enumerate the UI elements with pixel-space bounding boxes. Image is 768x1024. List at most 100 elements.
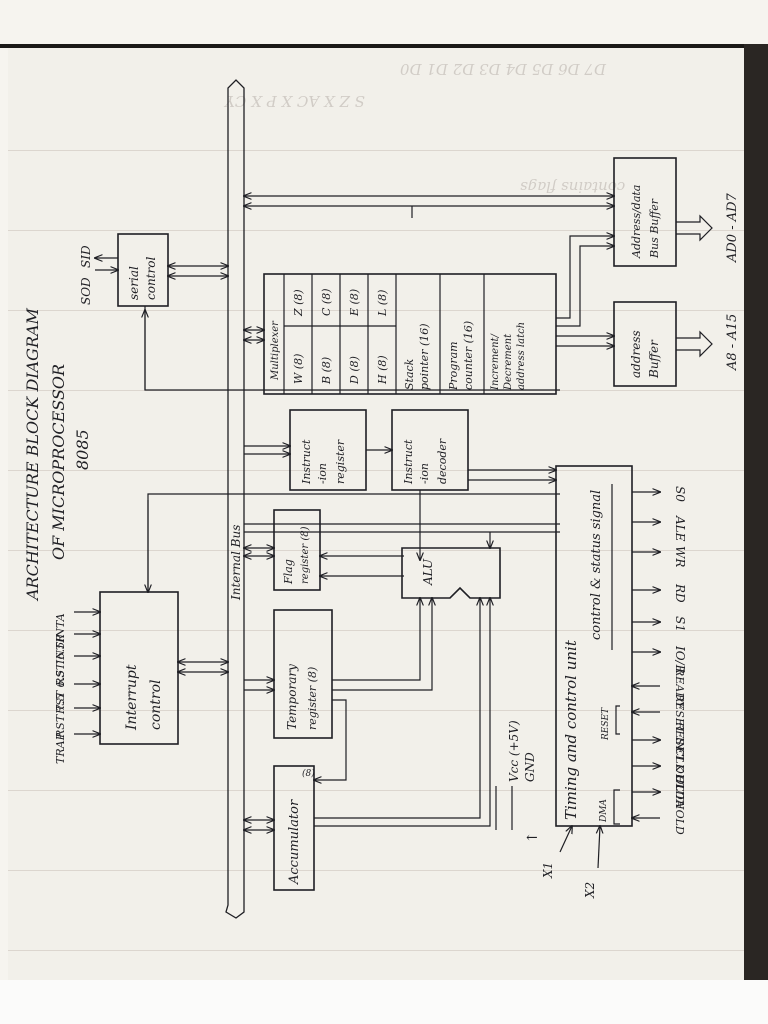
alu-label: ALU [421,558,435,586]
id-label-3: decoder [436,438,449,484]
serial-control-label-2: control [144,257,158,300]
address-data-buffer-block: Address/data Bus Buffer AD0 - AD7 [556,157,740,327]
instruction-decoder-box [391,409,469,491]
flag-register-label-1: Flag [282,559,295,585]
ruled-line [8,710,744,711]
flag-register-block: Flag register (8) [244,509,404,591]
register-cells: W (8)Z (8)B (8)C (8)D (8)E (8)H (8)L (8) [292,289,389,386]
addr-data-out-label: AD0 - AD7 [725,192,740,263]
interrupt-control-label-1: Interrupt [124,664,140,731]
internal-bus-label: Internal Bus [229,525,243,601]
interrupt-control-label-2: control [148,679,164,730]
timing-input-label: RESET IN [673,693,686,751]
address-data-buffer-box [613,157,677,267]
temporary-register-box [273,609,333,739]
control-status-label: control & status signal [589,490,604,640]
dma-group-label: DMA [599,799,609,823]
timing-input-label: RESET OUT [673,721,686,792]
timing-output-label: S1 [673,616,687,632]
reset-group-label: RESET [601,707,611,741]
accumulator-bits: (8) [302,768,315,779]
flag-register-label-2: register (8) [300,526,311,584]
title-line-1: ARCHITECTURE BLOCK DIAGRAM [23,307,42,602]
instruction-decoder-block: Instruct -ion decoder [391,409,556,560]
ir-label-2: -ion [316,463,329,484]
adbuffer-label-1: Address/data [630,185,643,259]
alu-shape [401,547,501,599]
title-line-2: OF MICROPROCESSOR [49,364,68,560]
notebook-binding [744,44,768,980]
interrupt-pin-label: RST 7.5 [54,694,67,739]
register-cell: L (8) [376,290,389,317]
data-bus-to-buffer [244,196,614,218]
timing-output-label: IO/R [673,645,687,674]
timing-output-label: S0 [673,486,687,502]
x1-label: X1 [541,862,555,879]
page-bottom-margin [0,980,768,1024]
timing-output-label: ALE [673,515,687,542]
incdec-label-2: Decrement [503,333,514,391]
timing-input-label: HLDA [673,773,686,808]
stack-pointer-label-2: pointer (16) [418,323,431,390]
ruled-line [8,870,744,871]
register-array: Multiplexer W (8)Z (8)B (8)C (8)D (8)E (… [244,273,557,395]
internal-bus-outline [225,79,245,919]
sod-label: SOD [79,277,93,305]
timing-control-block: Timing and control unit control & status… [555,465,660,869]
program-counter-label-1: Program [447,341,460,391]
id-label-2: -ion [418,463,431,484]
timing-input-label: CLK OUT [673,748,686,803]
accumulator-block: Accumulator (8) [244,598,490,891]
vcc-label: Vcc (+5V) [507,720,521,782]
gnd-label: GND [523,752,537,782]
register-cell: Z (8) [292,289,305,317]
flag-register-box [273,509,321,591]
timing-input-label: READY [673,667,686,710]
instruction-register-block: Instruct -ion register [244,409,392,491]
power-arrow: ← [526,830,538,846]
stack-pointer-label-1: Stack [403,358,416,390]
timing-output-label: WR [673,546,687,567]
register-cell: H (8) [376,355,389,385]
interrupt-pin-label: INTR [54,634,67,665]
power-pins: Vcc (+5V) GND ← X1 X2 [495,720,597,899]
page-top-edge [0,44,768,48]
ruled-line [8,790,744,791]
sid-label: SID [79,245,93,268]
address-buffer-box [613,301,677,387]
ir-label-1: Instruct [300,439,313,485]
ruled-line [8,470,744,471]
reset-bracket [615,705,620,735]
address-buffer-block: address Buffer A8 - A15 [556,301,740,387]
incdec-label-3: address latch [516,322,527,390]
address-buffer-label-2: Buffer [647,339,661,379]
register-array-box [263,273,557,395]
alu-block: ALU [244,523,560,599]
serial-control-box [117,233,169,307]
timing-input-label: HOLD [673,799,686,835]
serial-control-block: serial control SOD SID [79,233,560,391]
register-cell: D (8) [348,356,361,385]
timing-output-label: RD [673,583,687,603]
temporary-register-block: Temporary register (8) [244,598,432,739]
ir-label-3: register [334,439,347,484]
register-cell: E (8) [348,289,361,317]
register-cell: B (8) [320,357,333,385]
address-buffer-label-1: address [629,330,643,378]
ruled-line [8,950,744,951]
ruled-line [8,150,744,151]
program-counter-label-2: counter (16) [462,321,475,390]
address-out-label: A8 - A15 [725,314,740,371]
temp-register-label-2: register (8) [306,667,319,730]
interrupt-pin-label: INTA [54,613,67,643]
ruled-line [8,550,744,551]
x2-label: X2 [583,882,597,899]
internal-bus: Internal Bus [225,79,245,919]
diagram-title: ARCHITECTURE BLOCK DIAGRAM OF MICROPROCE… [23,307,92,602]
ruled-line [8,310,744,311]
interrupt-control-block: Interrupt control [74,493,560,745]
ruled-line [8,630,744,631]
serial-control-label-1: serial [127,266,141,300]
